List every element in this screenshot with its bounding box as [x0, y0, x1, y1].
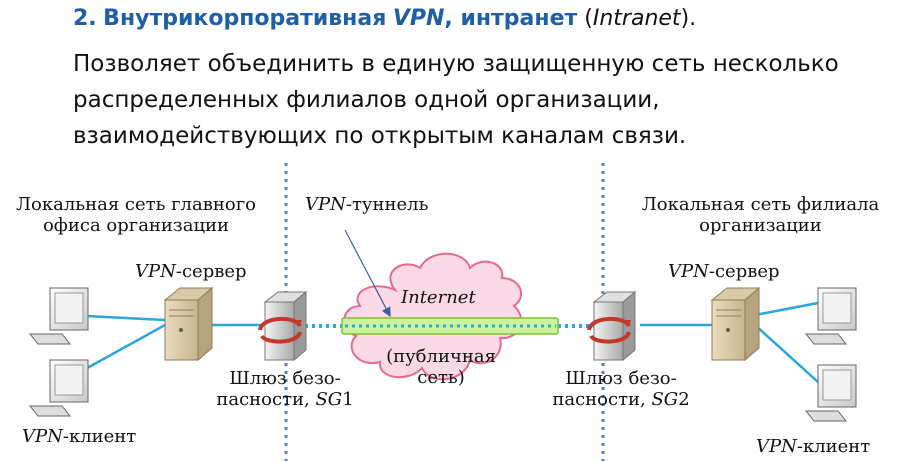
gateway-line1: Шлюз безо- [565, 368, 677, 389]
public-network-line2: сеть) [417, 367, 465, 388]
left-links [79, 314, 262, 374]
sg1-number: 1 [342, 389, 354, 410]
page-title: 2. Внутрикорпоративная VPN, интранет (In… [73, 2, 696, 32]
public-network-line1: (публичная [386, 346, 496, 367]
right-vpn-server-label: VPN-сервер [668, 261, 780, 282]
heading-vpn: VPN [392, 6, 445, 31]
left-client-pc-1-icon [28, 287, 89, 345]
vpn-prefix: VPN [668, 261, 709, 282]
right-vpn-client-label: VPN-клиент [756, 436, 870, 457]
gateway-sg1-label: Шлюз безо- пасности, SG1 [200, 368, 370, 410]
vpn-prefix: VPN [305, 194, 346, 215]
vpn-tunnel-label: VPN-туннель [305, 194, 428, 215]
left-vpn-server-label: VPN-сервер [135, 261, 247, 282]
description-text: Позволяет объединить в единую защищенную… [73, 51, 839, 149]
public-network-label: (публичная сеть) [366, 346, 516, 388]
vpn-tunnel [305, 317, 596, 335]
right-network-label: Локальная сеть филиала организации [622, 194, 899, 236]
server-suffix: -сервер [175, 261, 247, 282]
heading-intranet-en: Intranet [592, 6, 681, 31]
gateway-line2: пасности, [216, 389, 316, 410]
gateway-line1: Шлюз безо- [229, 368, 341, 389]
sg-prefix: SG [651, 389, 679, 410]
heading-number: 2. [73, 6, 97, 31]
client-suffix: -клиент [62, 426, 137, 447]
right-client-pc-1-icon [804, 287, 857, 345]
left-network-label: Локальная сеть главного офиса организаци… [0, 194, 272, 236]
tunnel-pointer [344, 229, 391, 318]
right-server-icon [710, 286, 761, 362]
vpn-prefix: VPN [135, 261, 176, 282]
heading-paren-open: ( [577, 6, 593, 31]
gateway-sg1-icon [258, 290, 308, 362]
left-client-pc-2-icon [28, 359, 89, 417]
heading-intranet: , интранет [444, 6, 578, 31]
right-network-line2: организации [699, 215, 822, 236]
vpn-prefix: VPN [756, 436, 797, 457]
left-server-icon [163, 286, 214, 362]
heading-paren-close: ). [680, 6, 697, 31]
gateway-sg2-icon [587, 290, 637, 362]
left-vpn-client-label: VPN-клиент [22, 426, 136, 447]
vpn-prefix: VPN [22, 426, 63, 447]
right-network-line1: Локальная сеть филиала [641, 194, 880, 215]
left-network-line2: офиса организации [42, 215, 230, 236]
sg-prefix: SG [315, 389, 343, 410]
right-client-pc-2-icon [804, 364, 857, 422]
sg2-number: 2 [678, 389, 690, 410]
left-network-line1: Локальная сеть главного [16, 194, 256, 215]
tunnel-suffix: -туннель [345, 194, 429, 215]
gateway-line2: пасности, [552, 389, 652, 410]
server-suffix: -сервер [708, 261, 780, 282]
internet-label: Internet [401, 287, 476, 308]
client-suffix: -клиент [796, 436, 871, 457]
right-links [640, 301, 819, 383]
heading-main: Внутрикорпоративная [103, 6, 387, 31]
gateway-sg2-label: Шлюз безо- пасности, SG2 [536, 368, 706, 410]
